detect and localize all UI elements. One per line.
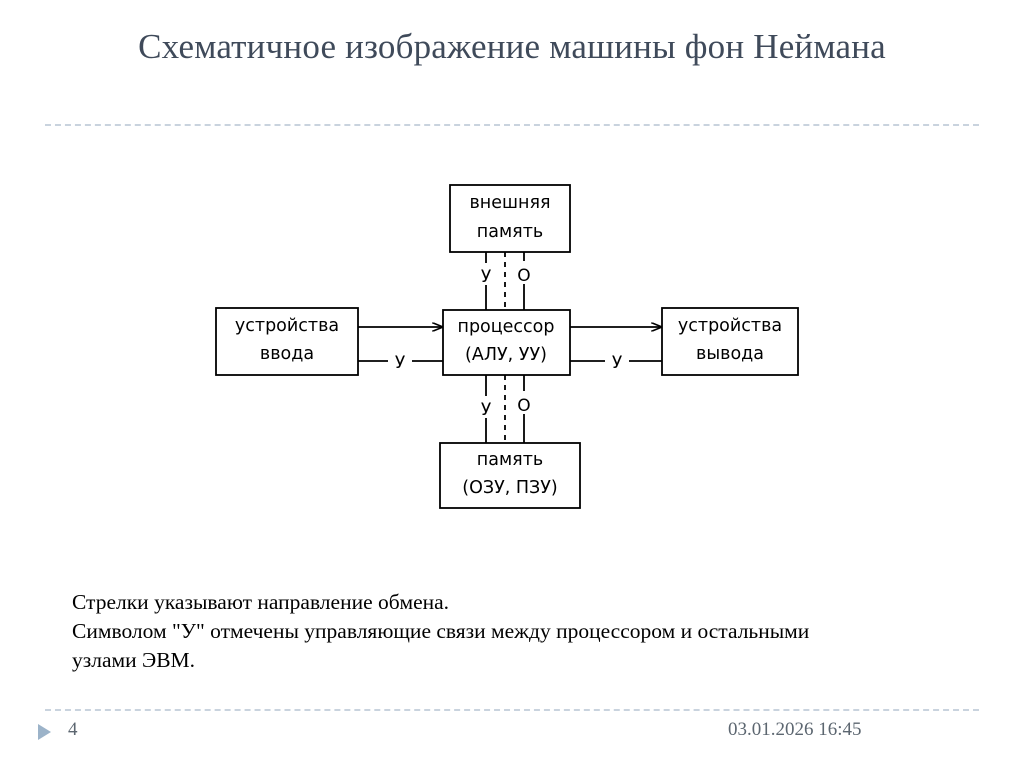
notes-line-3: узлами ЭВМ. bbox=[72, 648, 196, 672]
memory-label-line2: (ОЗУ, ПЗУ) bbox=[462, 478, 557, 498]
diagram-box-input-devices: устройства ввода bbox=[215, 307, 359, 376]
diagram-box-processor: процессор (АЛУ, УУ) bbox=[442, 309, 571, 376]
diagram-box-external-memory: внешняя память bbox=[449, 184, 571, 253]
edge-label-right-control: У bbox=[612, 353, 623, 373]
edge-label-top-control: У bbox=[481, 267, 492, 287]
memory-label-line1: память bbox=[477, 450, 543, 470]
input-devices-label-line1: устройства bbox=[235, 316, 339, 336]
processor-label-line1: процессор bbox=[458, 317, 555, 337]
notes-line-1: Стрелки указывают направление обмена. bbox=[72, 590, 450, 614]
diagram-box-output-devices: устройства вывода bbox=[661, 307, 799, 376]
input-devices-label-line2: ввода bbox=[260, 344, 314, 364]
triangle-bullet-icon bbox=[38, 724, 51, 740]
diagram-box-memory: память (ОЗУ, ПЗУ) bbox=[439, 442, 581, 509]
notes-block: Стрелки указывают направление обмена. Си… bbox=[72, 588, 958, 675]
edge-label-bottom-data: О bbox=[517, 396, 530, 416]
footer-separator-rule bbox=[45, 709, 979, 711]
edge-label-left-control: У bbox=[395, 353, 406, 373]
notes-line-2: Символом "У" отмечены управляющие связи … bbox=[72, 619, 810, 643]
output-devices-label-line2: вывода bbox=[696, 344, 764, 364]
edge-label-top-data: О bbox=[517, 266, 530, 286]
title-separator-rule bbox=[45, 124, 979, 126]
processor-label-line2: (АЛУ, УУ) bbox=[465, 345, 547, 365]
external-memory-label-line1: внешняя bbox=[469, 193, 550, 213]
output-devices-label-line1: устройства bbox=[678, 316, 782, 336]
edge-label-bottom-control: У bbox=[481, 400, 492, 420]
slide-datetime: 03.01.2026 16:45 bbox=[728, 719, 862, 740]
page-title: Схематичное изображение машины фон Нейма… bbox=[138, 27, 886, 66]
slide-footer: 4 03.01.2026 16:45 bbox=[0, 718, 1024, 752]
external-memory-label-line2: память bbox=[477, 222, 543, 242]
slide-number: 4 bbox=[68, 719, 78, 740]
